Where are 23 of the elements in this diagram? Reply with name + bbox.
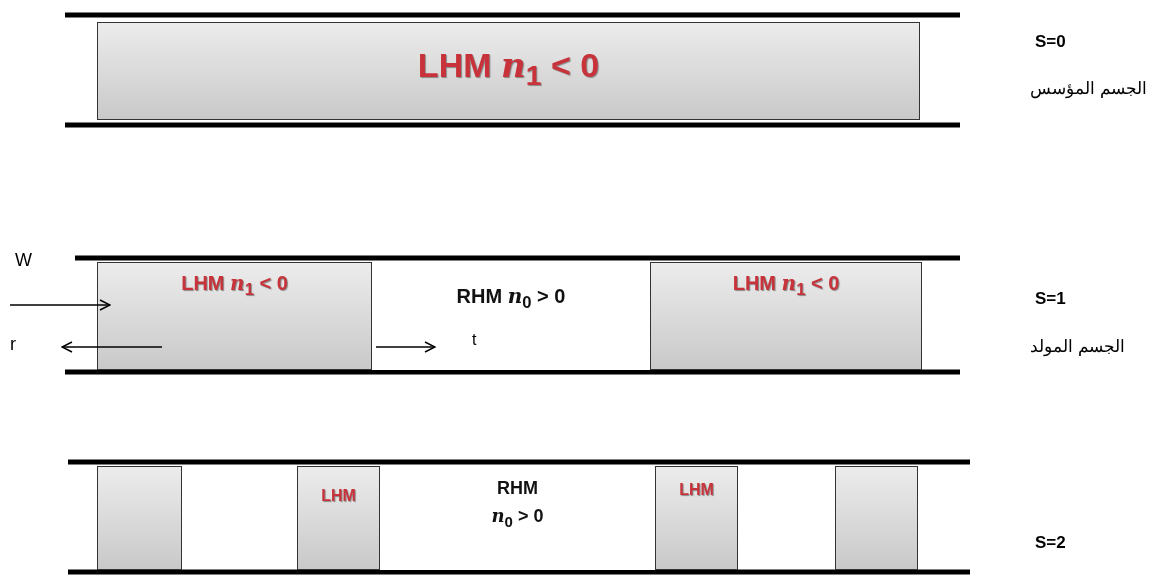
material-label: RHM n$_{0}$ > 0 xyxy=(456,284,566,313)
stage-label: S=2 xyxy=(1035,533,1066,553)
wave-label: W xyxy=(15,250,32,271)
material-block xyxy=(97,262,372,370)
material-block xyxy=(650,262,922,370)
material-block xyxy=(655,466,738,570)
material-label: n$_{0}$ > 0 xyxy=(491,505,544,530)
stage-label: S=1 xyxy=(1035,289,1066,309)
material-label: LHM n$_{1}$ < 0 xyxy=(181,271,288,300)
stage-label: S=0 xyxy=(1035,32,1066,52)
material-label: RHM xyxy=(497,478,538,499)
wave-label: t xyxy=(472,331,477,349)
material-block xyxy=(97,22,920,120)
material-label: LHM n$_{1}$ < 0 xyxy=(732,271,840,300)
body-label: الجسم المؤسس xyxy=(1030,78,1147,99)
body-label: الجسم المولد xyxy=(1030,336,1125,357)
material-label: LHM xyxy=(321,487,356,505)
material-label: LHM xyxy=(679,481,714,499)
material-label: LHM n$_{1}$ < 0 xyxy=(417,45,600,92)
wave-label: r xyxy=(10,334,16,355)
material-block xyxy=(297,466,380,570)
empty-block xyxy=(835,466,918,570)
empty-block xyxy=(97,466,182,570)
